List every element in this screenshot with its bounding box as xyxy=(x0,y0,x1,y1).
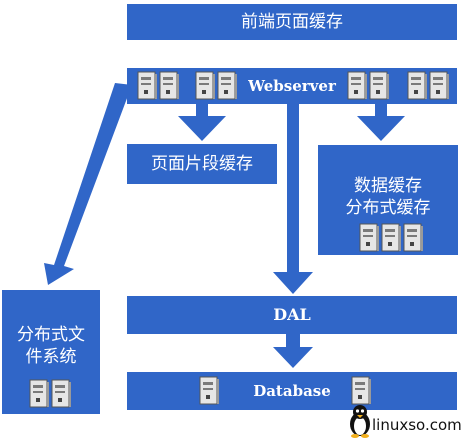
server-icon xyxy=(51,379,71,408)
tux-penguin-icon xyxy=(350,405,370,438)
data-cache-label: 数据缓存 xyxy=(354,176,422,196)
server-icon xyxy=(199,376,219,405)
dal-label: DAL xyxy=(273,305,311,324)
arrow-to-dal xyxy=(273,95,313,294)
webserver-label: Webserver xyxy=(248,77,336,95)
distributed-cache-label: 分布式缓存 xyxy=(345,198,431,218)
arrow-to-page-fragment-cache xyxy=(178,95,226,141)
watermark-text: linuxso.com xyxy=(372,416,462,434)
arrow-to-distributed-fs xyxy=(44,83,132,285)
page-fragment-cache-box: 页面片段缓存 xyxy=(127,144,277,184)
server-icon xyxy=(217,71,237,100)
server-icon xyxy=(369,71,389,100)
server-icon xyxy=(137,71,157,100)
server-icon xyxy=(347,71,367,100)
server-icon xyxy=(403,223,423,252)
distributed-fs-box: 分布式文 件系统 xyxy=(2,290,100,414)
server-icon xyxy=(429,71,449,100)
distributed-fs-label-line1: 分布式文 xyxy=(17,325,85,345)
server-icon xyxy=(359,223,379,252)
front-page-cache-label: 前端页面缓存 xyxy=(241,12,343,32)
distributed-fs-label-line2: 件系统 xyxy=(25,347,77,367)
server-icon xyxy=(195,71,215,100)
server-icon xyxy=(351,376,371,405)
server-icon xyxy=(381,223,401,252)
database-label: Database xyxy=(253,382,331,400)
server-icon xyxy=(407,71,427,100)
arrow-to-database xyxy=(273,333,313,368)
page-fragment-cache-label: 页面片段缓存 xyxy=(151,154,253,174)
server-icon xyxy=(159,71,179,100)
arrow-to-data-cache xyxy=(357,95,405,141)
database-box: Database xyxy=(127,372,457,410)
server-icon xyxy=(29,379,49,408)
webserver-box: Webserver xyxy=(127,68,457,104)
front-page-cache-box: 前端页面缓存 xyxy=(127,4,457,40)
dal-box: DAL xyxy=(127,296,457,334)
